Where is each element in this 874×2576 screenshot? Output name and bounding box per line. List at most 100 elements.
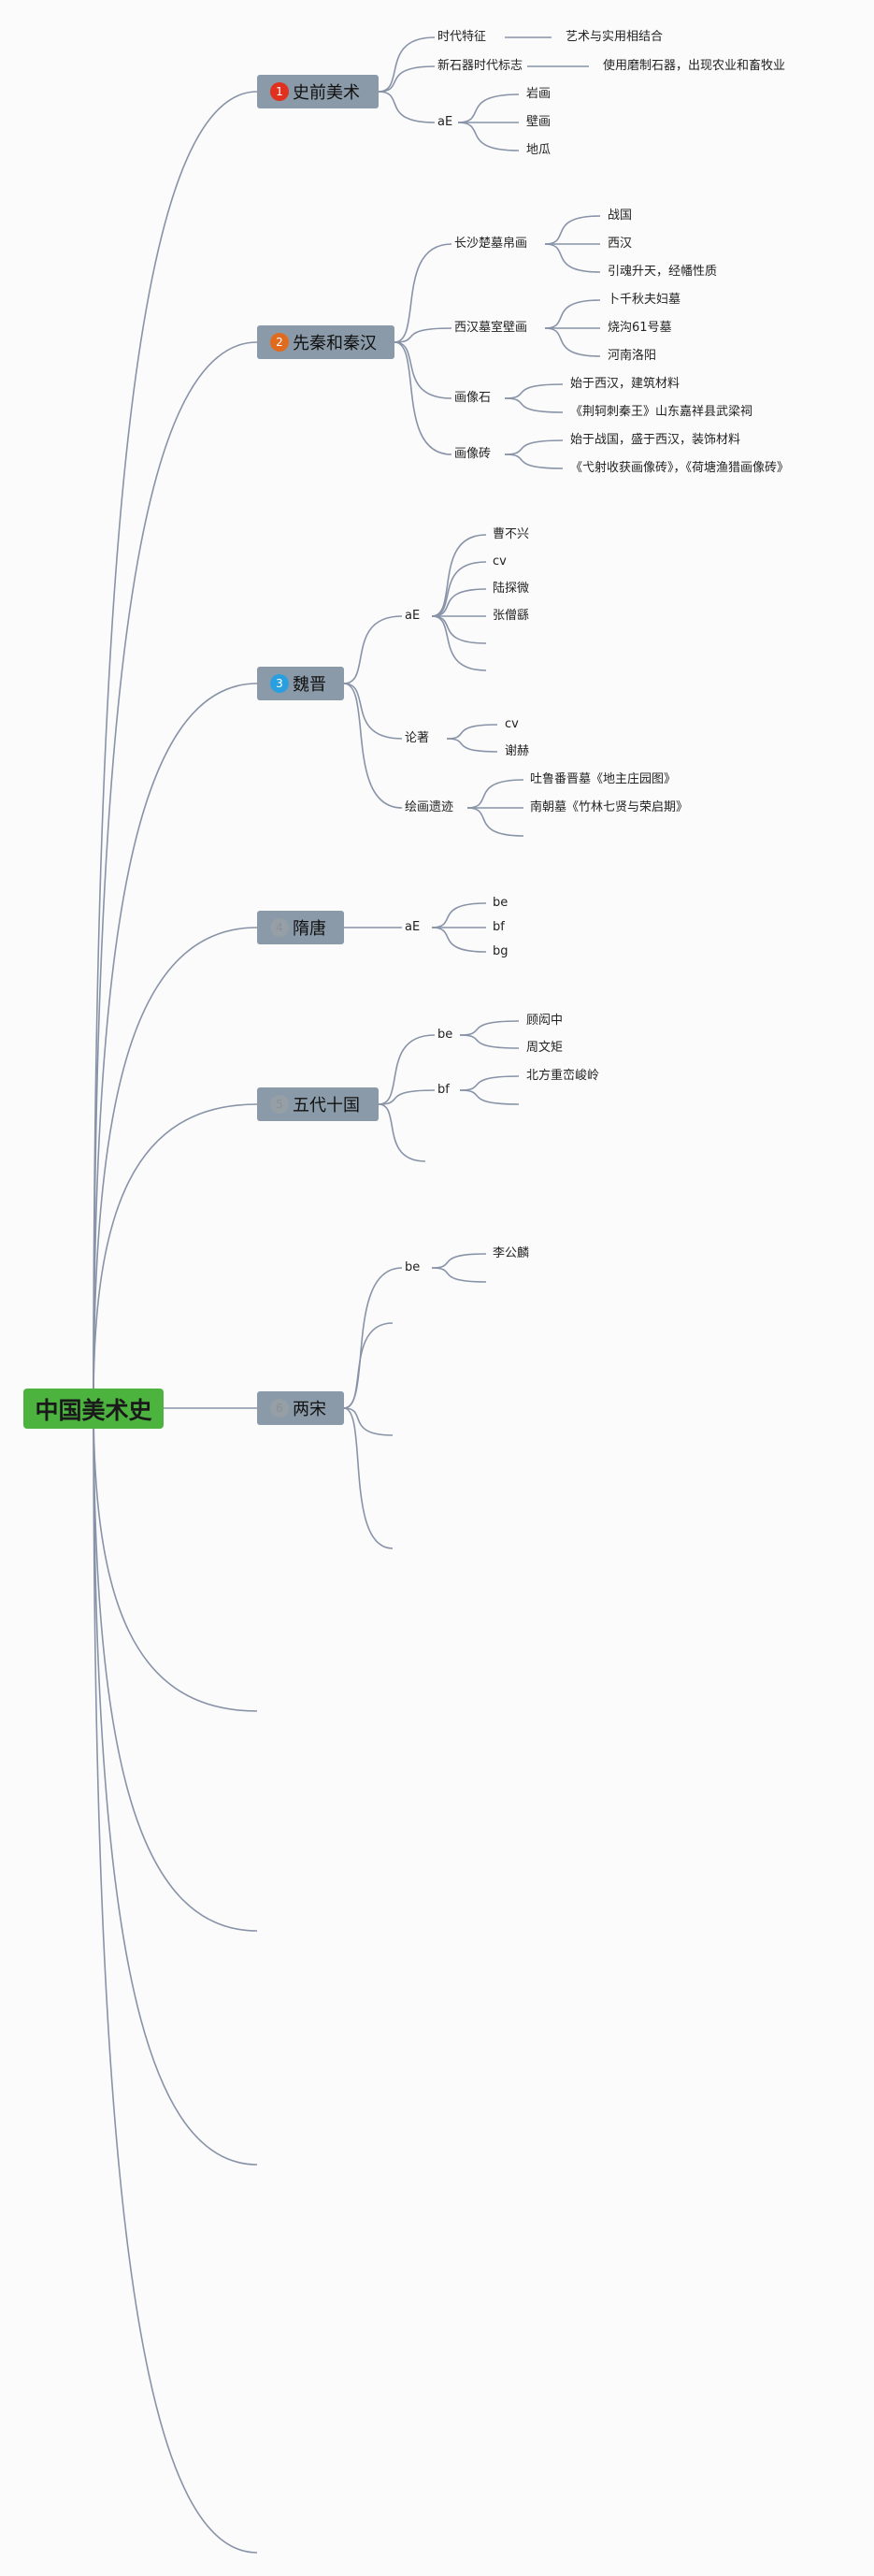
connector-line [93, 1402, 258, 1712]
connector-line [544, 243, 601, 273]
leaf-node[interactable]: 曹不兴 [493, 527, 530, 541]
number-badge-icon: 2 [270, 333, 289, 352]
root-node[interactable]: 中国美术史 [23, 1389, 164, 1429]
number-badge-icon: 1 [270, 82, 289, 101]
connector-line [466, 807, 524, 837]
connector-line [378, 91, 436, 123]
branch-node[interactable]: 画像砖 [454, 447, 492, 461]
connector-line [93, 1402, 258, 2554]
connector-line [93, 1103, 258, 1403]
branch-node[interactable]: be [437, 1028, 453, 1042]
leaf-node[interactable]: bf [493, 920, 505, 934]
connector-line [378, 1089, 436, 1105]
topic-label: 五代十国 [293, 1096, 360, 1115]
leaf-node[interactable]: 使用磨制石器，出现农业和畜牧业 [603, 59, 786, 73]
connector-line [93, 91, 258, 1403]
leaf-node[interactable]: 陆探微 [493, 582, 530, 596]
topic-five-dynasties[interactable]: 5 五代十国 [257, 1087, 379, 1121]
connector-line [378, 36, 436, 93]
leaf-node[interactable]: bg [493, 944, 509, 958]
connector-line [431, 534, 487, 617]
connector-line [343, 1407, 394, 1436]
leaf-node[interactable]: 艺术与实用相结合 [566, 30, 664, 44]
branch-node[interactable]: aE [437, 115, 453, 129]
leaf-node[interactable]: 北方重峦峻岭 [526, 1069, 600, 1083]
number-badge-icon: 5 [270, 1095, 289, 1114]
connector-line [459, 1089, 520, 1105]
connector-line [93, 1402, 258, 2166]
leaf-node[interactable]: 谢赫 [505, 744, 530, 758]
branch-node[interactable]: bf [437, 1083, 450, 1097]
leaf-node[interactable]: 地瓜 [526, 143, 552, 157]
connector-line [93, 1402, 258, 1932]
leaf-node[interactable]: 西汉 [608, 237, 633, 251]
connector-line [446, 724, 498, 740]
topic-prehistoric[interactable]: 1 史前美术 [257, 75, 379, 108]
connector-line [343, 683, 403, 740]
connector-line [459, 1020, 520, 1036]
connector-line [466, 779, 524, 809]
leaf-node[interactable]: 顾闳中 [526, 1014, 564, 1028]
connector-line [93, 683, 258, 1403]
branch-node[interactable]: 绘画遗迹 [405, 800, 454, 814]
leaf-node[interactable]: 吐鲁番晋墓《地主庄园图》 [530, 772, 677, 786]
connector-line [343, 683, 403, 809]
leaf-node[interactable]: 南朝墓《竹林七贤与荣启期》 [530, 800, 689, 814]
leaf-node[interactable]: 引魂升天，经幡性质 [608, 265, 718, 279]
topic-pre-qin-qin-han[interactable]: 2 先秦和秦汉 [257, 325, 394, 359]
topic-song[interactable]: 6 两宋 [257, 1391, 344, 1425]
connector-line [431, 1253, 487, 1269]
connector-line [431, 1267, 487, 1283]
leaf-node[interactable]: 卜千秋夫妇墓 [608, 293, 681, 307]
connector-line [394, 341, 452, 399]
topic-label: 魏晋 [293, 675, 326, 695]
leaf-node[interactable]: 岩画 [526, 87, 552, 101]
connector-line [394, 341, 452, 455]
connector-line [544, 215, 601, 245]
leaf-node[interactable]: 烧沟61号墓 [608, 321, 672, 335]
connector-line [446, 738, 498, 753]
branch-node[interactable]: 新石器时代标志 [437, 59, 523, 73]
connector-line [394, 327, 452, 343]
branch-node[interactable]: 画像石 [454, 391, 492, 405]
leaf-node[interactable]: 河南洛阳 [608, 349, 657, 363]
leaf-node[interactable]: 始于西汉，建筑材料 [570, 377, 681, 391]
connector-line [93, 927, 258, 1403]
topic-label: 史前美术 [293, 83, 360, 103]
branch-node[interactable]: aE [405, 609, 421, 623]
number-badge-icon: 4 [270, 918, 289, 937]
connector-line [378, 1034, 436, 1105]
connector-line [343, 615, 403, 684]
connector-line [459, 1034, 520, 1049]
connector-line [431, 902, 487, 928]
branch-node[interactable]: be [405, 1260, 421, 1274]
leaf-node[interactable]: be [493, 896, 509, 910]
topic-wei-jin[interactable]: 3 魏晋 [257, 667, 344, 700]
branch-node[interactable]: 长沙楚墓帛画 [454, 237, 528, 251]
leaf-node[interactable]: 战国 [608, 209, 633, 223]
leaf-node[interactable]: 《荆轲刺秦王》山东嘉祥县武梁祠 [570, 405, 753, 419]
leaf-node[interactable]: 张僧繇 [493, 609, 530, 623]
connector-line [394, 243, 452, 343]
connector-line [93, 341, 258, 1403]
topic-label: 两宋 [293, 1400, 326, 1419]
number-badge-icon: 3 [270, 674, 289, 693]
leaf-node[interactable]: cv [505, 717, 519, 731]
leaf-node[interactable]: 李公麟 [493, 1246, 530, 1260]
leaf-node[interactable]: 周文矩 [526, 1041, 564, 1055]
connector-line [504, 439, 564, 455]
leaf-node[interactable]: 始于战国，盛于西汉，装饰材料 [570, 433, 741, 447]
branch-node[interactable]: 西汉墓室壁画 [454, 321, 528, 335]
number-badge-icon: 6 [270, 1399, 289, 1418]
leaf-node[interactable]: 壁画 [526, 115, 552, 129]
leaf-node[interactable]: 《弋射收获画像砖》，《荷塘渔猎画像砖》 [570, 461, 790, 475]
connector-line [343, 1267, 403, 1409]
branch-node[interactable]: aE [405, 920, 421, 934]
branch-node[interactable]: 时代特征 [437, 30, 487, 44]
branch-node[interactable]: 论著 [405, 731, 430, 745]
topic-sui-tang[interactable]: 4 隋唐 [257, 911, 344, 944]
leaf-node[interactable]: cv [493, 554, 507, 568]
connector-line [431, 561, 487, 617]
